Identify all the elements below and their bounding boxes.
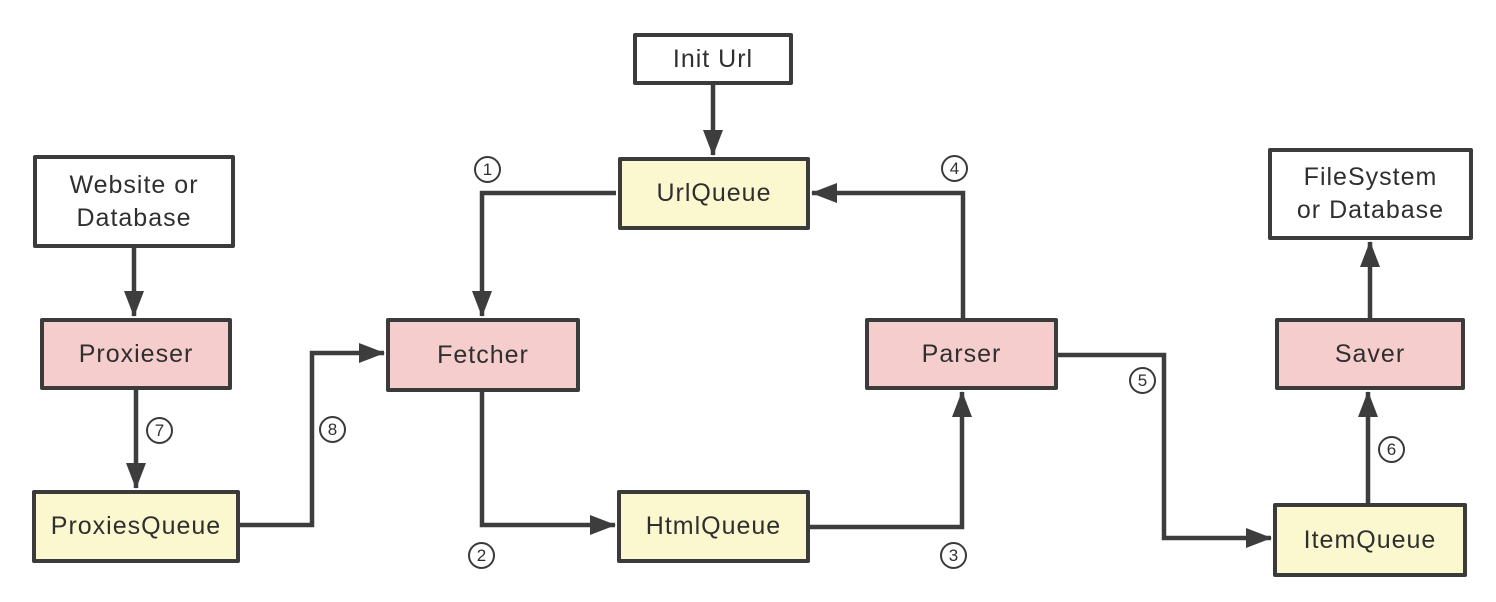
step-label-6: 6	[1378, 436, 1405, 463]
node-item-queue: ItemQueue	[1273, 503, 1467, 577]
step-label-2: 2	[468, 542, 495, 569]
step-label-1: 1	[474, 156, 501, 183]
node-url-queue-label: UrlQueue	[656, 179, 772, 207]
node-parser-label: Parser	[921, 339, 1002, 368]
node-init-url: Init Url	[633, 33, 793, 85]
node-item-queue-label: ItemQueue	[1303, 525, 1437, 554]
edge-fetcher-to-html-queue	[479, 392, 616, 535]
step-label-8: 8	[319, 416, 346, 443]
edge-parser-to-item-queue	[1058, 352, 1272, 548]
node-filesystem-db: FileSystem or Database	[1268, 148, 1473, 240]
edge-proxies-queue-to-fetcher	[240, 343, 385, 528]
step-label-3: 3	[940, 542, 967, 569]
node-url-queue: UrlQueue	[618, 157, 810, 230]
node-parser: Parser	[865, 318, 1058, 390]
node-proxieser: Proxieser	[40, 318, 232, 390]
node-saver: Saver	[1275, 318, 1465, 390]
node-website-db-label: Website or Database	[69, 170, 199, 232]
edge-parser-to-url-queue	[811, 183, 966, 318]
node-website-db: Website or Database	[33, 155, 235, 248]
node-html-queue: HtmlQueue	[617, 490, 810, 563]
node-init-url-label: Init Url	[672, 44, 754, 73]
step-label-7: 7	[146, 417, 173, 444]
node-proxies-queue-label: ProxiesQueue	[50, 512, 222, 540]
node-proxies-queue: ProxiesQueue	[32, 490, 240, 563]
node-filesystem-db-label: FileSystem or Database	[1296, 163, 1445, 224]
step-label-4: 4	[941, 155, 968, 182]
node-saver-label: Saver	[1334, 339, 1406, 368]
node-fetcher: Fetcher	[386, 318, 580, 392]
node-proxieser-label: Proxieser	[78, 339, 194, 368]
step-label-5: 5	[1129, 367, 1156, 394]
node-html-queue-label: HtmlQueue	[645, 512, 782, 540]
edge-url-queue-to-fetcher	[472, 190, 616, 317]
edge-html-queue-to-parser	[810, 391, 972, 530]
node-fetcher-label: Fetcher	[437, 340, 529, 369]
